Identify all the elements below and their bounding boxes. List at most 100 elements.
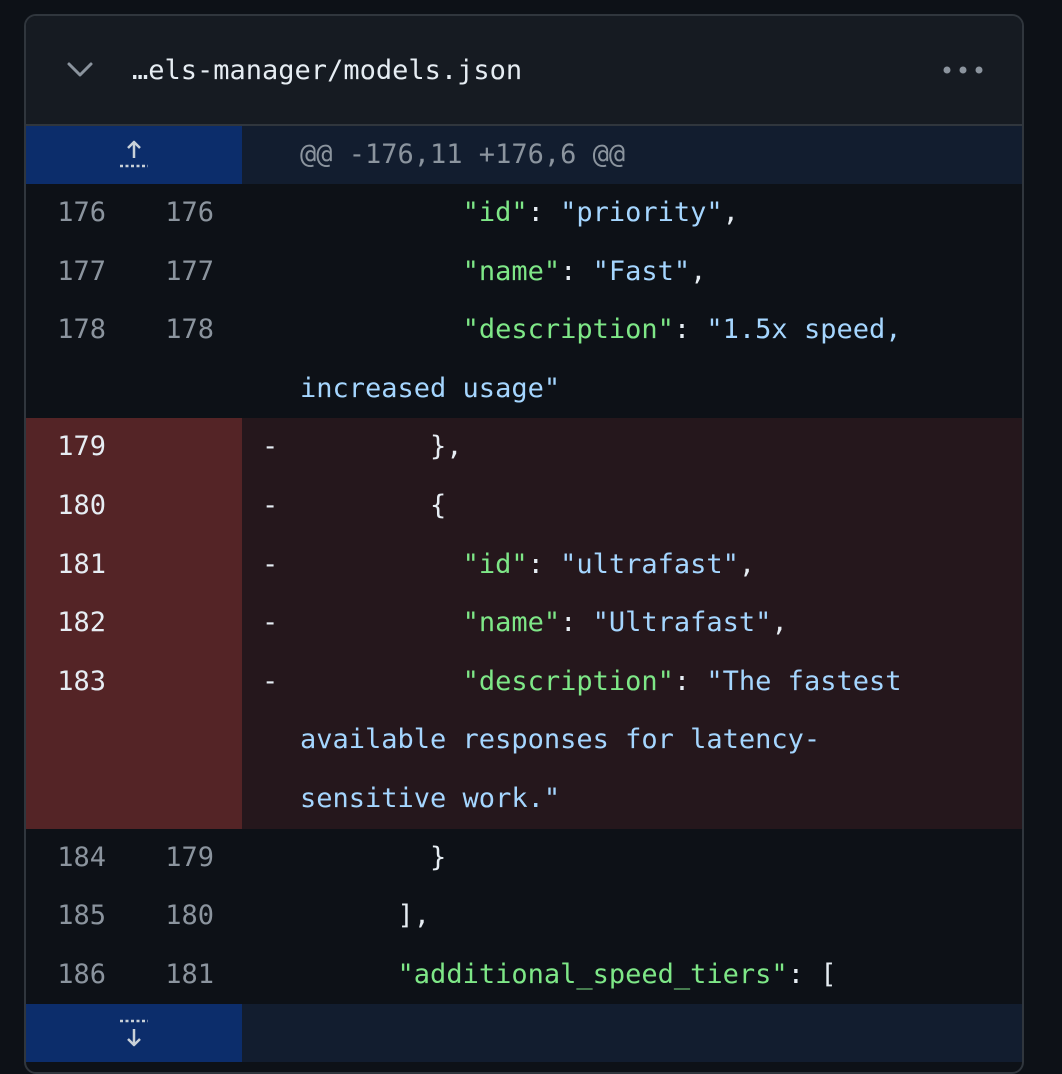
code-text: { xyxy=(242,477,1022,536)
line-number-gutter: 180 xyxy=(26,476,242,536)
old-line-number[interactable]: 178 xyxy=(57,314,106,346)
code-text: } xyxy=(242,829,1022,888)
code-text: "id": "ultrafast", xyxy=(242,536,1022,595)
context-line: 176 176 "id": "priority", xyxy=(26,184,1022,243)
file-header: …els-manager/models.json xyxy=(26,16,1022,126)
line-number-gutter: 186 181 xyxy=(26,946,242,1005)
code-indent xyxy=(300,666,463,697)
json-string-value: "Ultrafast" xyxy=(592,607,772,639)
new-line-number[interactable] xyxy=(126,653,214,711)
json-string-value: "priority" xyxy=(560,197,723,228)
old-line-number[interactable]: 183 xyxy=(57,665,106,697)
old-line-number[interactable]: 185 xyxy=(57,900,106,932)
json-separator: : xyxy=(787,958,821,990)
code-indent xyxy=(300,842,430,873)
new-line-number[interactable]: 179 xyxy=(165,841,214,873)
context-line: 184 179 } xyxy=(26,828,1022,888)
diff-file-card: …els-manager/models.json @@ -176,11 +1 xyxy=(24,14,1024,1074)
line-code: ], xyxy=(242,887,1022,946)
expand-up-button[interactable] xyxy=(26,126,242,184)
old-line-number[interactable]: 182 xyxy=(57,607,106,639)
code-indent xyxy=(300,607,463,638)
new-line-number[interactable]: 180 xyxy=(165,900,214,932)
line-code: "additional_speed_tiers": [ xyxy=(242,946,1022,1005)
line-number-gutter: 176 176 xyxy=(26,184,242,243)
line-code: "description": "1.5x speed, increased us… xyxy=(242,301,1022,418)
code-punctuation: { xyxy=(430,489,447,521)
context-line: 186 181 "additional_speed_tiers": [ xyxy=(26,945,1022,1005)
json-separator: : xyxy=(673,314,707,346)
line-number-gutter: 179 xyxy=(26,418,242,477)
line-number-gutter: 184 179 xyxy=(26,829,242,888)
line-number-gutter: 181 xyxy=(26,535,242,595)
unfold-down-icon xyxy=(114,1017,154,1049)
old-line-number[interactable]: 180 xyxy=(57,489,106,521)
new-line-number[interactable] xyxy=(126,536,214,594)
file-name[interactable]: …els-manager/models.json xyxy=(132,55,523,86)
code-indent xyxy=(300,900,398,931)
new-line-number[interactable] xyxy=(126,594,214,652)
line-code: } xyxy=(242,829,1022,888)
old-line-number[interactable]: 179 xyxy=(57,431,106,463)
line-number-gutter: 185 180 xyxy=(26,887,242,946)
code-indent xyxy=(300,197,463,228)
code-punctuation: } xyxy=(430,841,447,873)
new-line-number[interactable] xyxy=(126,418,214,476)
json-separator: : xyxy=(527,197,561,228)
new-line-number[interactable]: 177 xyxy=(165,255,214,287)
code-punctuation: }, xyxy=(430,431,463,463)
deletion-marker: - xyxy=(262,665,279,697)
hunk-header: @@ -176,11 +176,6 @@ xyxy=(300,139,626,170)
old-line-number[interactable]: 177 xyxy=(57,255,106,287)
code-indent xyxy=(300,959,398,990)
deleted-line: 180- { xyxy=(26,476,1022,536)
json-separator: : xyxy=(560,255,593,287)
expand-down-spacer xyxy=(242,1004,1022,1062)
code-text: "description": "The fastest available re… xyxy=(242,653,1022,829)
json-key: "description" xyxy=(462,665,674,697)
line-number-gutter: 182 xyxy=(26,594,242,653)
code-text: "id": "priority", xyxy=(242,184,1022,243)
line-number-gutter: 178 178 xyxy=(26,301,242,418)
json-separator: : xyxy=(673,665,707,697)
context-line: 185 180 ], xyxy=(26,887,1022,946)
new-line-number[interactable]: 178 xyxy=(165,314,214,346)
code-text: ], xyxy=(242,887,1022,946)
chevron-down-icon[interactable] xyxy=(64,54,96,86)
code-text: "name": "Ultrafast", xyxy=(242,594,1022,653)
old-line-number[interactable]: 186 xyxy=(57,958,106,990)
code-punctuation: , xyxy=(722,197,739,228)
deletion-marker: - xyxy=(262,607,279,639)
kebab-horizontal-icon[interactable] xyxy=(938,54,988,86)
deleted-line: 182 - "name": "Ultrafast", xyxy=(26,594,1022,653)
code-punctuation: , xyxy=(771,607,788,639)
code-text: }, xyxy=(242,418,1022,477)
json-string-value: "ultrafast" xyxy=(560,548,739,580)
deleted-line: 183 - "description": "The fastest availab… xyxy=(26,652,1022,829)
line-number-gutter: 177 177 xyxy=(26,243,242,302)
deleted-line: 181 - "id": "ultrafast", xyxy=(26,535,1022,595)
new-line-number[interactable]: 181 xyxy=(165,958,214,990)
code-text: "description": "1.5x speed, increased us… xyxy=(242,301,1022,418)
diff-lines: 176 176 "id": "priority", 177 177 "name": "… xyxy=(26,184,1022,1005)
expand-down-button[interactable] xyxy=(26,1004,242,1063)
json-separator: : xyxy=(560,607,593,639)
code-indent xyxy=(300,314,463,345)
code-punctuation: , xyxy=(738,548,756,580)
line-code: "name": "Fast", xyxy=(242,243,1022,302)
deletion-marker: - xyxy=(262,548,279,580)
line-number-gutter: 183 xyxy=(26,652,242,829)
line-code: - "name": "Ultrafast", xyxy=(242,594,1022,653)
old-line-number[interactable]: 184 xyxy=(57,841,106,873)
code-indent xyxy=(300,549,463,580)
new-line-number[interactable] xyxy=(126,477,214,535)
hunk-header-row: @@ -176,11 +176,6 @@ xyxy=(26,126,1022,184)
json-key: "name" xyxy=(462,255,561,287)
old-line-number[interactable]: 181 xyxy=(57,548,106,580)
new-line-number[interactable]: 176 xyxy=(165,197,214,228)
deletion-marker: - xyxy=(262,431,279,463)
diff-table: @@ -176,11 +176,6 @@ 176 176 "id": "prior… xyxy=(26,126,1022,1063)
old-line-number[interactable]: 176 xyxy=(57,197,106,228)
code-indent xyxy=(300,256,463,287)
deleted-line: 179 - }, xyxy=(26,418,1022,477)
